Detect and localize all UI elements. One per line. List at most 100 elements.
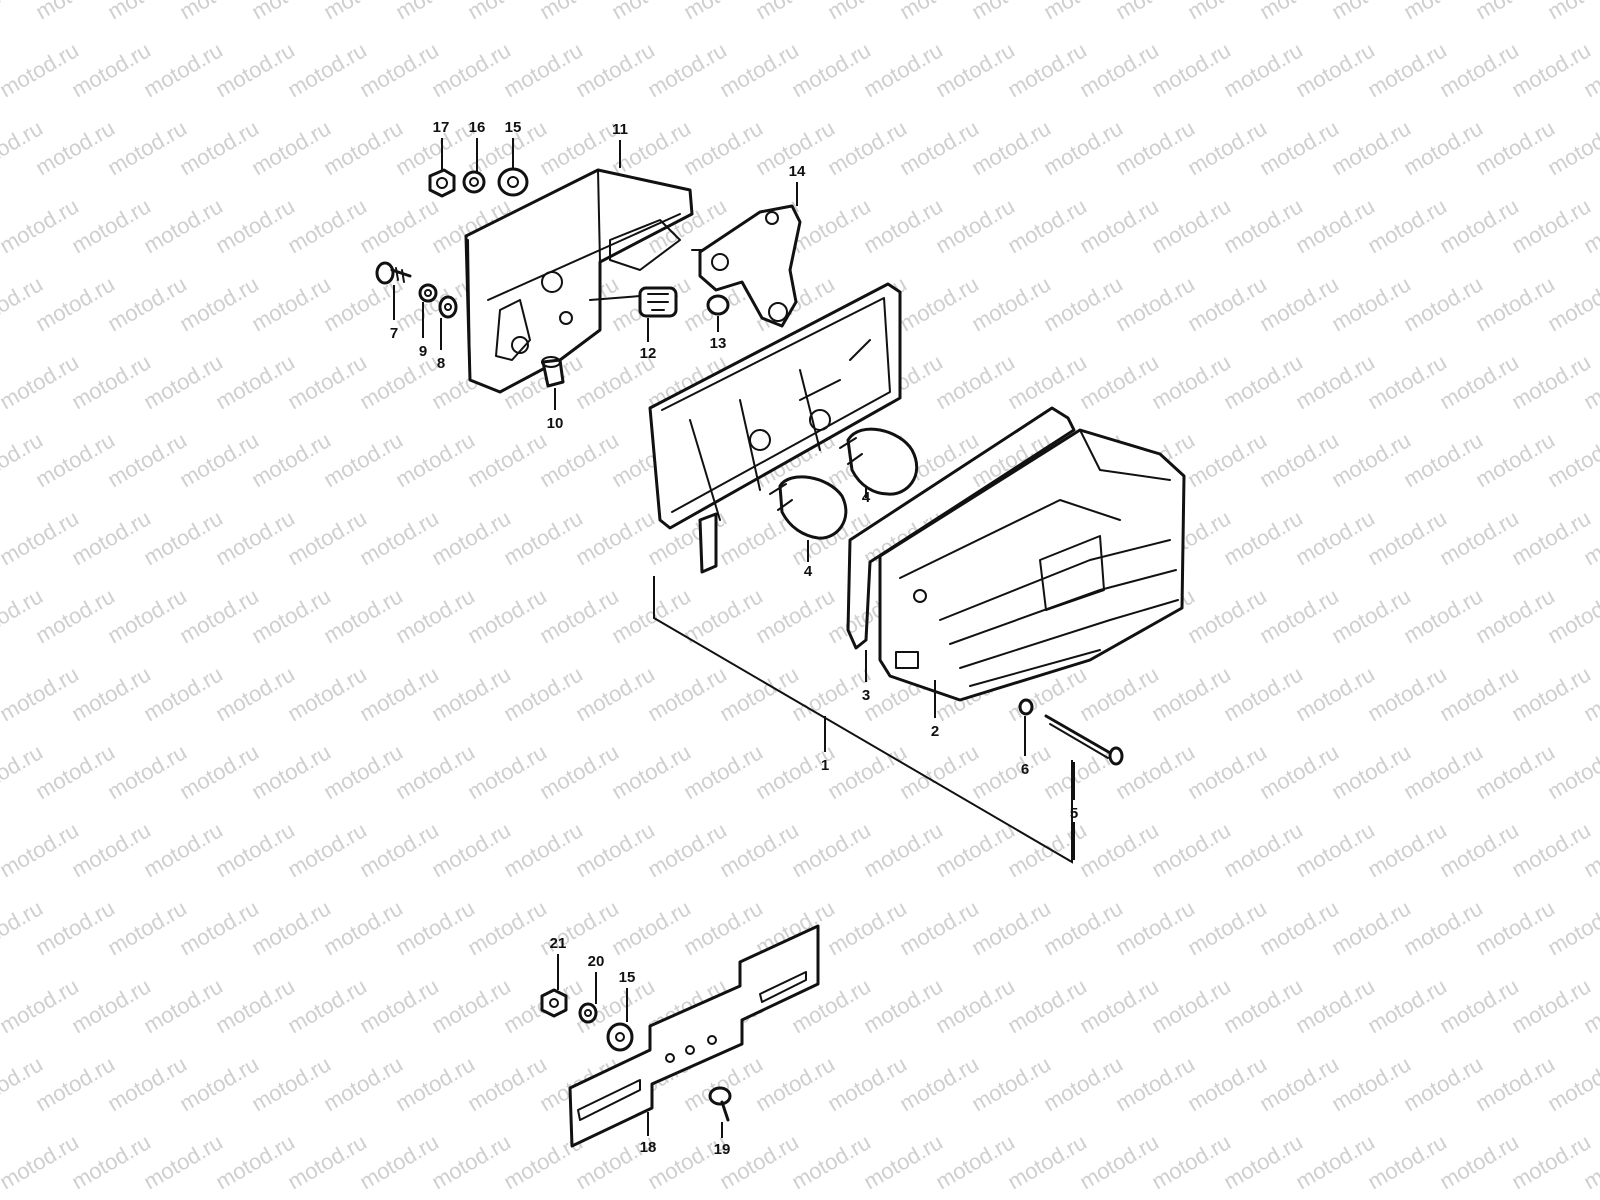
callout-3: 3 [862,687,870,704]
watermark-text: motod.ru [1219,37,1307,102]
watermark-text: motod.ru [1003,1129,1091,1194]
watermark-text: motod.ru [1327,1051,1415,1116]
watermark-text: motod.ru [499,37,587,102]
watermark-text: motod.ru [1435,193,1523,258]
watermark-text: motod.ru [643,37,731,102]
watermark-text: motod.ru [0,1129,83,1194]
watermark-text: motod.ru [1507,817,1595,882]
watermark-text: motod.ru [715,37,803,102]
watermark-text: motod.ru [1255,1051,1343,1116]
watermark-text: motod.ru [895,271,983,336]
watermark-text: motod.ru [211,1129,299,1194]
watermark-text: motod.ru [319,739,407,804]
watermark-text: motod.ru [1183,115,1271,180]
watermark-text: motod.ru [1507,193,1595,258]
watermark-text: motod.ru [1183,895,1271,960]
watermark-text: motod.ru [0,661,83,726]
watermark-text: motod.ru [571,661,659,726]
watermark-text: motod.ru [1291,817,1379,882]
watermark-text: motod.ru [823,115,911,180]
callout-9: 9 [419,343,427,360]
watermark-text: motod.ru [1111,271,1199,336]
watermark-text: motod.ru [67,661,155,726]
watermark-text: motod.ru [1435,1129,1523,1194]
watermark-text: motod.ru [1399,1051,1487,1116]
watermark-text: motod.ru [103,895,191,960]
watermark-text: motod.ru [499,661,587,726]
bulb-4-upper [839,427,919,496]
watermark-text: motod.ru [391,583,479,648]
watermark-text: motod.ru [139,37,227,102]
watermark-text: motod.ru [463,1051,551,1116]
watermark-text: motod.ru [1507,661,1595,726]
watermark-text: motod.ru [1291,1129,1379,1194]
watermark-text: motod.ru [1183,583,1271,648]
watermark-text: motod.ru [967,895,1055,960]
watermark-text: motod.ru [139,817,227,882]
watermark-text: motod.ru [175,895,263,960]
watermark-text: motod.ru [1219,505,1307,570]
watermark-text: motod.ru [175,739,263,804]
watermark-text: motod.ru [211,817,299,882]
watermark-text: motod.ru [931,193,1019,258]
watermark-text: motod.ru [211,973,299,1038]
watermark-text: motod.ru [31,583,119,648]
watermark-text: motod.ru [1507,37,1595,102]
watermark-text: motod.ru [319,427,407,492]
watermark-text: motod.ru [283,1129,371,1194]
lamp-base-housing [464,168,694,394]
watermark-text: motod.ru [427,37,515,102]
watermark-text: motod.ru [103,739,191,804]
watermark-text: motod.ru [355,973,443,1038]
watermark-text: motod.ru [607,895,695,960]
watermark-text: motod.ru [1039,895,1127,960]
watermark-text: motod.ru [1327,115,1415,180]
watermark-text: motod.ru [427,1129,515,1194]
watermark-text: motod.ru [391,895,479,960]
watermark-text: motod.ru [535,583,623,648]
callout-7: 7 [390,325,398,342]
watermark-text: motod.ru [283,661,371,726]
watermark-text: motod.ru [319,1051,407,1116]
callout-labels: 17 16 15 11 14 7 9 8 12 13 10 4 4 3 2 1 … [390,119,1078,1158]
watermark-text: motod.ru [0,817,83,882]
watermark-text: motod.ru [1219,1129,1307,1194]
watermark-text: motod.ru [355,505,443,570]
watermark-text: motod.ru [1363,37,1451,102]
watermark-text: motod.ru [283,193,371,258]
watermark-text: motod.ru [535,895,623,960]
leader-lines [393,138,1075,1138]
watermark-text: motod.ru [1147,973,1235,1038]
callout-14: 14 [789,163,806,180]
watermark-text: motod.ru [67,505,155,570]
watermark-text: motod.ru [211,349,299,414]
watermark-text: motod.ru [1075,661,1163,726]
watermark-text: motod.ru [1471,427,1559,492]
callout-12: 12 [640,345,657,362]
watermark-text: motod.ru [1147,349,1235,414]
watermark-text: motod.ru [859,817,947,882]
watermark-text: motod.ru [427,505,515,570]
watermark-text: motod.ru [103,583,191,648]
callout-6: 6 [1021,761,1029,778]
watermark-text: motod.ru [1327,271,1415,336]
watermark-text: motod.ru [1075,817,1163,882]
callout-15-top: 15 [505,119,522,136]
watermark-text: motod.ru [1399,271,1487,336]
watermark-text: motod.ru [1291,973,1379,1038]
watermark-text: motod.ru [463,427,551,492]
watermark-text: motod.ru [1003,349,1091,414]
watermark-text: motod.ru [1399,115,1487,180]
screw-5 [1044,714,1124,766]
watermark-text: motod.ru [247,115,335,180]
watermark-text: motod.ru [1183,271,1271,336]
watermark-text: motod.ru [355,1129,443,1194]
watermark-text: motod.ru [1363,1129,1451,1194]
watermark-text: motod.ru [787,1129,875,1194]
watermark-text: motod.ru [1363,505,1451,570]
watermark-text: motod.ru [751,1051,839,1116]
watermark-text: motod.ru [31,427,119,492]
watermark-text: motod.ru [355,817,443,882]
watermark-text: motod.ru [0,193,83,258]
watermark-text: motod.ru [1111,115,1199,180]
